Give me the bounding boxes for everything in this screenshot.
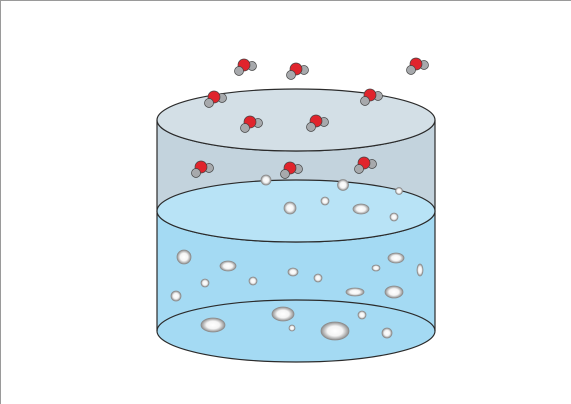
bubble [313, 273, 323, 283]
water-molecule [406, 57, 429, 75]
liquid-surface [156, 179, 436, 243]
water-molecule [280, 161, 303, 179]
hydrogen-atom [280, 169, 290, 179]
hydrogen-atom [286, 70, 296, 80]
bubble [345, 287, 365, 297]
water-molecule [354, 156, 377, 174]
water-vapor-molecules [191, 57, 429, 179]
water-molecule [240, 115, 263, 133]
bubbles [170, 174, 424, 341]
hydrogen-atom [234, 66, 244, 76]
water-molecule [191, 160, 214, 178]
bubble [389, 212, 399, 222]
hydrogen-atom [204, 98, 214, 108]
hydrogen-atom [406, 65, 416, 75]
bubble [387, 252, 405, 264]
water-molecule [360, 88, 383, 106]
bubble [176, 249, 192, 265]
bubble [283, 201, 297, 215]
bubble [320, 321, 350, 341]
bubble [357, 310, 367, 320]
water-molecule [306, 114, 329, 132]
hydrogen-atom [240, 123, 250, 133]
hydrogen-atom [360, 96, 370, 106]
bubble [371, 264, 381, 272]
container-lid [156, 88, 436, 152]
water-molecule [234, 58, 257, 76]
hydrogen-atom [354, 164, 364, 174]
bubble [320, 196, 330, 206]
water-molecule [204, 90, 227, 108]
bubble [337, 179, 349, 191]
bubble [395, 187, 403, 195]
bubble [288, 324, 296, 332]
bubble [381, 327, 393, 339]
hydrogen-atom [306, 122, 316, 132]
hydrogen-atom [191, 168, 201, 178]
bubble [170, 290, 182, 302]
container [156, 88, 436, 363]
bubble [287, 267, 299, 277]
bubble [200, 278, 210, 288]
bubble [248, 276, 258, 286]
bubble [219, 260, 237, 272]
bubble [260, 174, 272, 186]
bubble [416, 263, 424, 277]
bubble [384, 285, 404, 299]
bubble [352, 203, 370, 215]
container-bottom-rim [156, 299, 436, 332]
water-molecule [286, 62, 309, 80]
bubble [271, 306, 295, 322]
bubble [200, 317, 226, 333]
